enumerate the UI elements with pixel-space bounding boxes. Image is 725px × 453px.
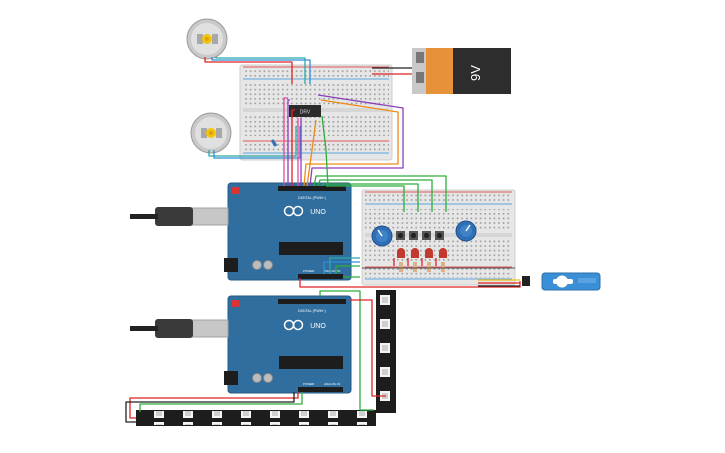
led-icon <box>425 248 433 272</box>
arduino-2-power-label: POWER <box>303 382 315 386</box>
battery-label: 9V <box>468 65 483 81</box>
neopixel-strip-icon <box>136 410 376 426</box>
potentiometer-icon <box>371 225 393 247</box>
arduino-1-brand: UNO <box>310 209 326 216</box>
dc-motor-icon <box>190 112 232 154</box>
driver-ic-label: DRV <box>300 110 311 116</box>
arduino-uno-2: DIGITAL (PWM~) UNO POWER ANALOG IN <box>224 295 352 394</box>
arduino-2-brand: UNO <box>310 323 326 330</box>
arduino-logo-icon <box>283 205 304 217</box>
led-icon <box>397 248 405 272</box>
battery-9v: 9V <box>412 48 511 94</box>
pushbutton-icon <box>435 231 444 240</box>
led-icon <box>439 248 447 272</box>
pushbutton-icon <box>396 231 405 240</box>
dc-motor-icon <box>186 18 228 60</box>
arduino-1-power-label: POWER <box>303 269 315 273</box>
arduino-logo-icon <box>283 319 304 331</box>
motor-driver-ic: DRV <box>289 105 321 117</box>
potentiometer-icon <box>455 220 477 242</box>
arduino-1-analog-label: ANALOG IN <box>324 269 340 273</box>
pushbutton-icon <box>422 231 431 240</box>
wires <box>125 57 521 423</box>
arduino-2-header-label: DIGITAL (PWM~) <box>298 309 326 313</box>
arduino-2-analog-label: ANALOG IN <box>324 382 340 386</box>
led-icon <box>411 248 419 272</box>
pushbutton-icon <box>409 231 418 240</box>
arduino-1-header-label: DIGITAL (PWM~) <box>298 196 326 200</box>
servo-icon <box>522 272 601 291</box>
neopixel-strip-icon <box>376 290 396 413</box>
usb-cable-icon <box>130 319 229 338</box>
usb-cable-icon <box>130 207 229 226</box>
arduino-uno-1: DIGITAL (PWM~) UNO POWER ANALOG IN <box>224 182 352 281</box>
